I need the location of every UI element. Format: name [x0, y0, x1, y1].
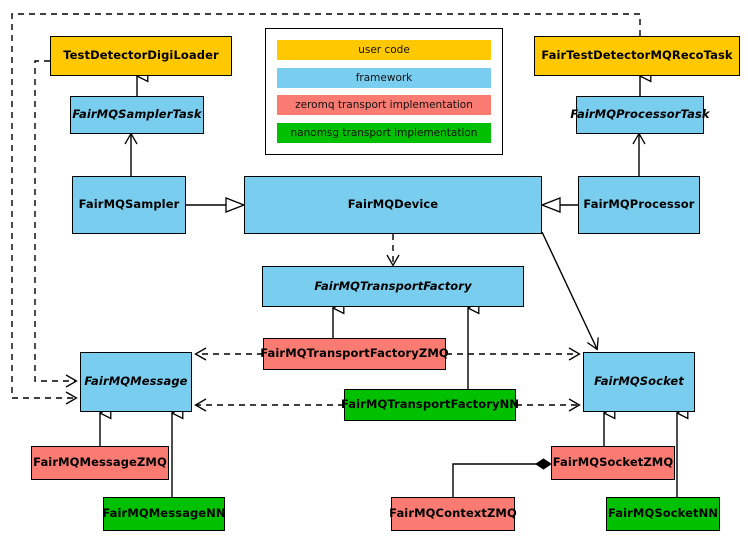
class-node-fairmqsamplertask[interactable]: FairMQSamplerTask	[70, 96, 204, 134]
legend: user code framework zeromq transport imp…	[265, 28, 503, 155]
class-label: FairMQTransportFactory	[314, 278, 472, 293]
class-label: FairMQSocketZMQ	[552, 455, 674, 470]
legend-item-user-code: user code	[277, 39, 491, 60]
class-node-fairmqtransportfactorynn[interactable]: FairMQTransportFactoryNN	[340, 389, 520, 421]
class-node-fairmqtransportfactory[interactable]: FairMQTransportFactory	[262, 266, 524, 307]
class-node-fairmqsocketzmq[interactable]: FairMQSocketZMQ	[551, 446, 675, 480]
class-label: FairMQDevice	[347, 197, 439, 212]
legend-item-framework: framework	[277, 67, 491, 88]
class-node-fairmqsocket[interactable]: FairMQSocket	[583, 352, 695, 412]
class-label: FairTestDetectorMQRecoTask	[541, 48, 733, 63]
class-label: FairMQSampler	[78, 197, 180, 212]
class-node-fairmqprocessor[interactable]: FairMQProcessor	[578, 176, 700, 234]
class-label: FairMQMessageNN	[102, 506, 226, 521]
legend-label-framework: framework	[355, 71, 413, 84]
class-label: FairMQSocketNN	[607, 506, 719, 521]
class-label: FairMQTransportFactoryNN	[340, 397, 520, 412]
edge-socketzmq-composition-contextzmq	[452, 458, 552, 497]
class-label: FairMQMessageZMQ	[33, 455, 167, 470]
class-node-fairmqmessagezmq[interactable]: FairMQMessageZMQ	[31, 446, 169, 480]
class-node-fairmqcontextzmq[interactable]: FairMQContextZMQ	[389, 497, 517, 531]
class-node-fairmqmessagenn[interactable]: FairMQMessageNN	[102, 497, 226, 531]
legend-label-zeromq: zeromq transport implementation	[295, 99, 473, 112]
class-label: FairMQMessage	[84, 374, 188, 389]
class-node-testdetectordigiloader[interactable]: TestDetectorDigiLoader	[50, 36, 232, 76]
class-label: TestDetectorDigiLoader	[63, 48, 219, 63]
edge-sampler-to-device-head	[225, 197, 246, 213]
class-node-fairmqsocketnn[interactable]: FairMQSocketNN	[606, 497, 720, 531]
class-node-fairmqmessage[interactable]: FairMQMessage	[80, 352, 192, 412]
class-label: FairMQSocket	[594, 374, 684, 389]
edge-device-to-socket	[541, 231, 599, 351]
class-label: FairMQContextZMQ	[389, 506, 517, 521]
class-node-fairmqsampler[interactable]: FairMQSampler	[72, 176, 186, 234]
class-node-fairmqtransportfactoryzmq[interactable]: FairMQTransportFactoryZMQ	[260, 338, 449, 370]
legend-item-nanomsg: nanomsg transport implementation	[277, 123, 491, 144]
class-label: FairMQTransportFactoryZMQ	[260, 346, 449, 361]
class-node-fairmqdevice[interactable]: FairMQDevice	[244, 176, 542, 234]
class-label: FairMQProcessorTask	[570, 107, 710, 122]
legend-label-nanomsg: nanomsg transport implementation	[290, 127, 478, 140]
legend-label-user-code: user code	[358, 43, 410, 56]
legend-item-zeromq: zeromq transport implementation	[277, 95, 491, 116]
class-node-fairmqprocessortask[interactable]: FairMQProcessorTask	[570, 96, 710, 134]
class-node-fairtestdetectormqrecotask[interactable]: FairTestDetectorMQRecoTask	[534, 36, 740, 76]
class-label: FairMQProcessor	[583, 197, 695, 212]
class-label: FairMQSamplerTask	[72, 107, 202, 122]
edge-processor-to-device-head	[540, 197, 561, 213]
